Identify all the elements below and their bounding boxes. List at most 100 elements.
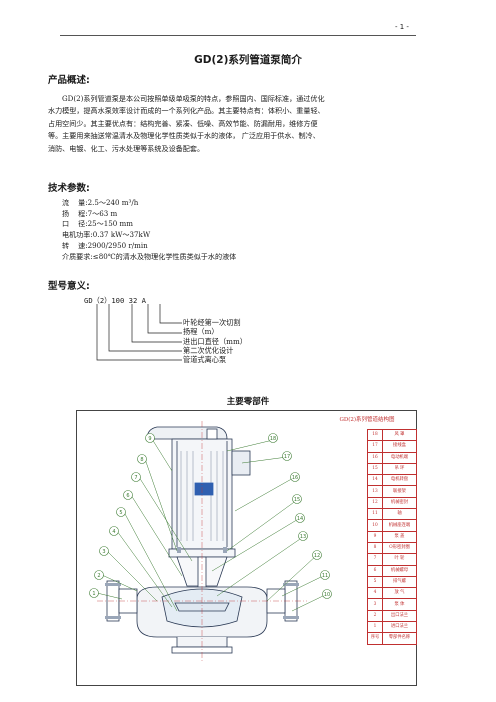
part-number-cell: 12 — [367, 496, 383, 510]
part-name-cell: 机械密封 — [382, 496, 417, 510]
part-number-cell: 9 — [367, 530, 383, 543]
part-name-cell: 进口法兰 — [382, 621, 417, 634]
param-head: 扬 程:7～63 m — [62, 208, 118, 218]
param-power: 电机功率:0.37 kW～37kW — [62, 230, 151, 240]
parts-table-title: GD(2)系列管道结构图 — [339, 417, 395, 423]
part-number-cell: 3 — [367, 598, 383, 611]
part-name-cell: 电机转盘 — [382, 474, 417, 487]
part-name-cell: 零部件名称 — [382, 632, 417, 645]
callout-label: 2 — [97, 573, 100, 579]
overview-heading: 产品概述: — [48, 75, 90, 86]
tech-heading: 技术参数: — [48, 183, 90, 194]
overview-line: GD(2)系列管道泵是本公司按照单级单吸泵的特点，参照国内、国际标准，通过优化 — [62, 94, 325, 103]
part-name-cell: 机械座连端 — [382, 519, 417, 532]
part-name-cell: O形密封圈 — [382, 541, 417, 555]
part-name-cell: 轴 — [382, 508, 417, 521]
overview-paragraph: GD(2)系列管道泵是本公司按照单级单吸泵的特点，参照国内、国际标准，通过优化 … — [48, 93, 456, 155]
callout-label: 15 — [294, 497, 300, 503]
part-name-cell: 机械螺母 — [382, 564, 417, 577]
legend-item: 进出口直径（mm） — [183, 337, 247, 346]
part-number-cell: 6 — [367, 564, 383, 577]
callout-label: 12 — [314, 553, 320, 559]
callout-label: 14 — [297, 516, 303, 522]
part-name-cell: 泵 体 — [382, 598, 417, 611]
part-name-cell: 叶 轮 — [382, 553, 417, 566]
callout-label: 18 — [270, 436, 276, 442]
part-name-cell: 电动机端 — [382, 451, 417, 464]
part-name-cell: 排气螺 — [382, 575, 417, 589]
parts-heading: 主要零部件 — [226, 397, 270, 407]
part-name-cell: 泵 盖 — [382, 530, 417, 543]
part-number-cell: 序号 — [367, 632, 383, 645]
pump-structure-figure: 1 2 3 4 5 6 7 8 9 18 17 16 15 14 13 12 1… — [76, 410, 417, 686]
header-rule — [60, 35, 416, 36]
param-diameter: 口 径:25～150 mm — [62, 219, 133, 229]
callout-label: 17 — [284, 454, 290, 460]
part-number-cell: 7 — [367, 553, 383, 566]
part-number-cell: 11 — [367, 508, 383, 521]
part-number-cell: 17 — [367, 440, 383, 453]
callout-label: 3 — [102, 549, 105, 555]
part-number-cell: 13 — [367, 485, 383, 498]
callout-label: 13 — [300, 534, 306, 540]
document-title: GD(2)系列管道泵简介 — [194, 54, 302, 66]
callout-label: 7 — [134, 475, 137, 481]
part-name-cell: 放 气 — [382, 587, 417, 600]
param-speed: 转 速:2900/2950 r/min — [62, 240, 148, 250]
callout-label: 6 — [126, 493, 129, 499]
part-number-cell: 18 — [367, 428, 383, 442]
part-name-cell: 联接架 — [382, 485, 417, 498]
part-number-cell: 10 — [367, 519, 383, 532]
legend-item: 叶轮经第一次切割 — [183, 318, 241, 327]
model-code: GD（2）100 32 A — [84, 296, 146, 305]
legend-item: 扬程（m） — [183, 327, 219, 336]
overview-line: 等。主要用来抽送常温清水及物理化学性质类似于水的液体， 广泛应用于供水、制冷、 — [48, 131, 320, 141]
callout-label: 8 — [140, 457, 143, 463]
callout-label: 4 — [112, 529, 115, 535]
param-medium: 介质要求:≤80℃的清水及物理化学性质类似于水的液体 — [62, 251, 237, 261]
overview-line: 消防、电镀、化工、污水处理等系统及设备配套。 — [48, 143, 205, 153]
part-number-cell: 1 — [367, 621, 383, 634]
overview-line: 水力模型，提高水泵效率设计而成的一个系列化产品。其主要特点有：体积小、重量轻、 — [48, 106, 325, 116]
callout-label: 5 — [119, 510, 122, 516]
part-number-cell: 15 — [367, 462, 383, 476]
callout-label: 10 — [324, 592, 330, 598]
legend-item: 管道式离心泵 — [183, 355, 227, 364]
callout-label: 11 — [322, 573, 328, 579]
callout-label: 16 — [292, 475, 298, 481]
pump-drawing: 1 2 3 4 5 6 7 8 9 18 17 16 15 14 13 12 1… — [89, 421, 332, 661]
part-number-cell: 14 — [367, 474, 383, 487]
model-legend-brackets — [96, 304, 182, 361]
model-heading: 型号意义: — [48, 281, 90, 292]
param-flow: 流 量:2.5～240 m³/h — [62, 198, 139, 207]
part-name-cell: 接线盒 — [382, 440, 417, 453]
part-number-cell: 2 — [367, 609, 383, 623]
part-name-cell: 出口法兰 — [382, 609, 417, 623]
part-number-cell: 16 — [367, 451, 383, 464]
legend-item: 第二次优化设计 — [183, 346, 234, 355]
part-name-cell: 风 罩 — [382, 428, 417, 442]
overview-line: 占用空间少。其主要优点有：结构完善、紧凑、低噪、高效节能、防漏耐用，维修方便 — [48, 118, 318, 128]
page-number: - 1 - — [395, 23, 409, 31]
part-name-cell: 吊 环 — [382, 462, 417, 476]
callout-label: 9 — [148, 436, 151, 442]
part-number-cell: 8 — [367, 541, 383, 555]
parts-table-row: 序号零部件名称 — [367, 632, 417, 645]
